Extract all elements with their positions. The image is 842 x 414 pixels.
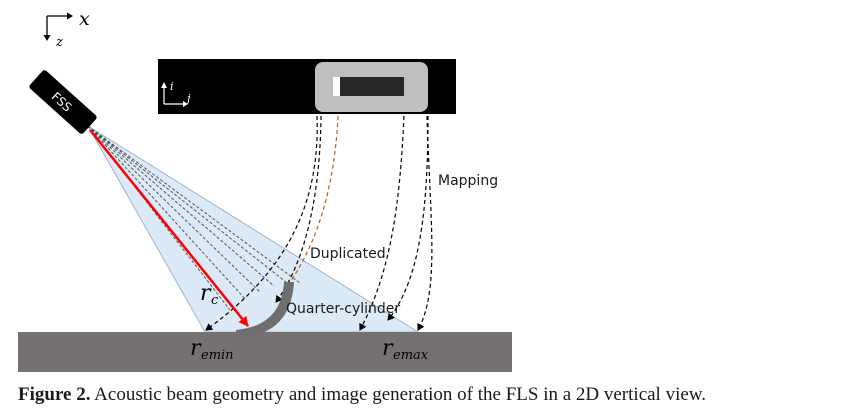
duplicated-label: Duplicated bbox=[310, 246, 386, 262]
axis-i-label: i bbox=[170, 80, 174, 93]
figure-caption-text: Acoustic beam geometry and image generat… bbox=[90, 384, 707, 405]
sonar-image-highlight bbox=[333, 77, 340, 96]
figure-caption: Figure 2. Acoustic beam geometry and ima… bbox=[18, 384, 838, 406]
world-axes: x z bbox=[43, 8, 90, 50]
quarter-cylinder-label: Quarter-cylinder bbox=[286, 301, 400, 317]
image-axes: i j bbox=[161, 80, 191, 107]
mapping-curve-5 bbox=[417, 115, 433, 331]
svg-text:r: r bbox=[382, 336, 394, 361]
mapping-curve-4 bbox=[387, 115, 429, 321]
r-emin-label: r emin bbox=[190, 336, 234, 363]
beam-rays bbox=[87, 125, 301, 311]
fss-sensor: FSS bbox=[29, 70, 97, 134]
mapping-curve-3 bbox=[359, 115, 405, 331]
sonar-image-object bbox=[333, 77, 404, 96]
range-arrow-rc bbox=[89, 129, 249, 327]
axis-j-label: j bbox=[184, 92, 191, 105]
seabed bbox=[18, 332, 512, 372]
svg-text:emax: emax bbox=[393, 348, 429, 363]
quarter-cylinder bbox=[236, 282, 294, 338]
axis-z-label: z bbox=[55, 35, 63, 50]
svg-text:r: r bbox=[200, 281, 212, 306]
svg-text:c: c bbox=[211, 293, 219, 308]
axis-x-label: x bbox=[79, 8, 90, 30]
mapping-curve-duplicated bbox=[287, 115, 339, 286]
svg-text:emin: emin bbox=[201, 348, 234, 363]
mapping-label: Mapping bbox=[438, 173, 498, 189]
svg-text:r: r bbox=[190, 336, 202, 361]
r-emax-label: r emax bbox=[382, 336, 429, 363]
rc-label: r c bbox=[200, 281, 219, 308]
figure-caption-label: Figure 2. bbox=[18, 384, 91, 405]
mapping-curve-1 bbox=[205, 115, 318, 331]
